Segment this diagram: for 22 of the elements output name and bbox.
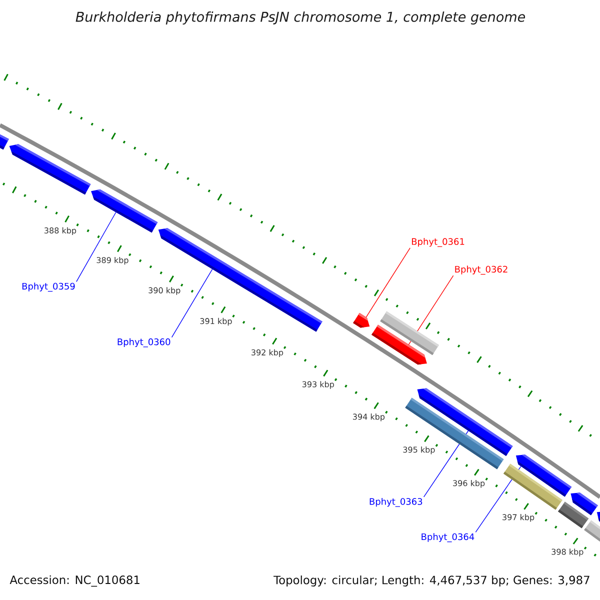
- scale-label: 396 kbp: [453, 480, 485, 488]
- scale-label: 389 kbp: [96, 256, 128, 265]
- footer-text: Topology: circular; Length: 4,467,537 bp; Genes: 3,987: [274, 575, 590, 587]
- scale-label: 390 kbp: [148, 287, 180, 295]
- gene-label: Bphyt_0361: [412, 238, 464, 247]
- scale-label: 393 kbp: [302, 381, 334, 389]
- gene-label: Bphyt_0362: [455, 266, 508, 275]
- gene-label: Bphyt_0363: [370, 498, 422, 507]
- scale-label: 391 kbp: [200, 318, 232, 326]
- leader-line: [171, 268, 213, 338]
- scale-label: 395 kbp: [403, 446, 435, 454]
- scale-label: 394 kbp: [353, 414, 385, 422]
- leader-line: [366, 248, 410, 318]
- gene-label: Bphyt_0364: [422, 533, 474, 542]
- gene-feature: [353, 312, 370, 328]
- title: Burkholderia phytofirmans PsJN chromosome 1, complete genome: [76, 11, 526, 25]
- footer-text: Accession: NC_010681: [10, 575, 140, 587]
- gene-feature: [91, 189, 158, 233]
- scale-label: 398 kbp: [552, 548, 584, 556]
- leader-line: [76, 212, 116, 282]
- gene-label: Bphyt_0359: [22, 282, 75, 292]
- gene-label: Bphyt_0360: [118, 338, 170, 348]
